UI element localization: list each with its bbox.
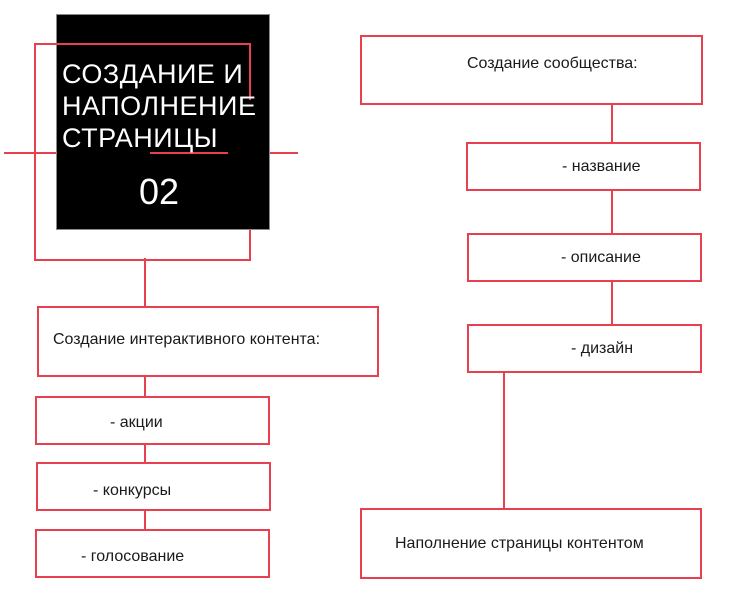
right-item-box-2 — [467, 233, 702, 282]
left-item-box-2 — [36, 462, 271, 511]
section-number: 02 — [139, 171, 180, 212]
title-underline-accent — [150, 152, 228, 154]
right-item-box-3 — [467, 324, 702, 373]
left-heading-box — [37, 306, 379, 377]
title-block — [56, 14, 270, 230]
connector-title-to-left-heading — [144, 258, 146, 308]
connector-left-chain — [144, 374, 146, 534]
right-item-label-3: - дизайн — [571, 340, 634, 357]
connector-right-chain — [611, 90, 613, 330]
title-frame-overlay-right — [249, 43, 251, 100]
left-item-label-2: - конкурсы — [93, 482, 172, 499]
final-box — [360, 508, 702, 579]
section-title: СОЗДАНИЕ И НАПОЛНЕНИЕ СТРАНИЦЫ — [62, 59, 257, 153]
connector-design-to-final — [503, 356, 505, 522]
right-item-label-2: - описание — [561, 249, 641, 266]
right-heading-label: Создание сообщества: — [467, 55, 638, 72]
left-item-box-1 — [35, 396, 270, 445]
final-label: Наполнение страницы контентом — [395, 535, 644, 552]
right-item-label-1: - название — [562, 158, 641, 175]
left-heading-label: Создание интерактивного контента: — [53, 331, 321, 348]
left-item-label-3: - голосование — [81, 548, 185, 565]
left-item-box-3 — [35, 529, 270, 578]
left-item-label-1: - акции — [110, 414, 163, 431]
right-heading-box — [360, 35, 703, 105]
title-frame-overlay-top — [56, 43, 251, 45]
title-left-stub — [4, 152, 58, 154]
title-right-stub — [268, 152, 298, 154]
right-item-box-1 — [466, 142, 701, 191]
